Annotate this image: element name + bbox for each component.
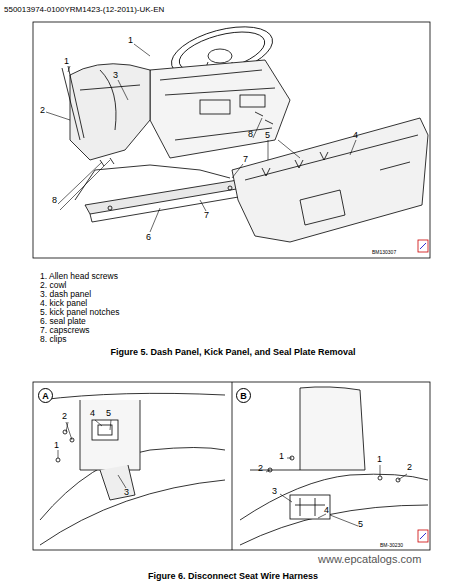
callout-number: 1: [128, 36, 133, 46]
callout-number: 8: [52, 196, 57, 206]
image-code: BM130307: [372, 250, 396, 256]
callout-number: 6: [146, 233, 151, 243]
watermark: www.epcatalogs.com: [318, 553, 421, 565]
callout-number: 3: [124, 488, 129, 498]
callout-number: 5: [265, 131, 270, 141]
seal-plate: [85, 178, 256, 222]
callout-number: 4: [353, 131, 358, 141]
callout-number: 2: [40, 106, 45, 116]
callout-number: 1: [279, 452, 284, 462]
callout-number: 7: [243, 155, 248, 165]
link-icon-mark: [420, 243, 426, 249]
callout-number: 2: [258, 464, 263, 474]
leader-lines: [58, 420, 407, 526]
legend-item: 4. kick panel: [40, 299, 87, 308]
figure-caption: Figure 6. Disconnect Seat Wire Harness: [0, 572, 466, 582]
header-code: 550013974-0100YRM1423-(12-2011)-UK-EN: [4, 6, 164, 15]
callout-number: 5: [106, 409, 111, 419]
view-marker: B: [236, 388, 251, 403]
callout-number: 7: [204, 211, 209, 221]
floor-edge: [75, 165, 230, 200]
image-code: BM-30230: [380, 543, 403, 549]
callout-number: 3: [113, 71, 118, 81]
link-icon-mark: [420, 533, 426, 539]
legend-item: 5. kick panel notches: [40, 308, 119, 317]
divider: [232, 382, 233, 550]
legend-item: 8. clips: [40, 335, 66, 344]
callout-number: 2: [62, 412, 67, 422]
callout-number: 4: [90, 409, 95, 419]
legend-item: 2. cowl: [40, 281, 66, 290]
figure-frame: [33, 22, 430, 258]
callout-number: 4: [324, 506, 329, 516]
legend-item: 7. capscrews: [40, 326, 90, 335]
view-letter: A: [42, 391, 49, 401]
leader-lines: [46, 44, 356, 232]
callout-number: 1: [54, 441, 59, 451]
clips: [100, 112, 273, 166]
view-letter: B: [240, 391, 247, 401]
cowl: [70, 64, 150, 160]
lever: [62, 66, 84, 140]
figure-caption: Figure 5. Dash Panel, Kick Panel, and Se…: [0, 348, 466, 358]
legend-item: 1. Allen head screws: [40, 272, 118, 281]
callout-number: 2: [407, 463, 412, 473]
link-icon: [418, 530, 428, 542]
callout-number: 8: [248, 130, 253, 140]
callout-number: 1: [64, 57, 69, 67]
seat-view-a: [40, 393, 225, 545]
dash-panel: [150, 60, 290, 158]
callout-number: 1: [377, 455, 382, 465]
legend-item: 3. dash panel: [40, 290, 91, 299]
seat-view-b: [240, 387, 428, 545]
view-marker: A: [38, 388, 53, 403]
legend-item: 6. seal plate: [40, 317, 86, 326]
callout-number: 5: [358, 520, 363, 530]
figure-frame: [33, 382, 430, 550]
kick-panel: [232, 118, 428, 242]
callout-number: 3: [272, 487, 277, 497]
link-icon: [418, 240, 428, 252]
